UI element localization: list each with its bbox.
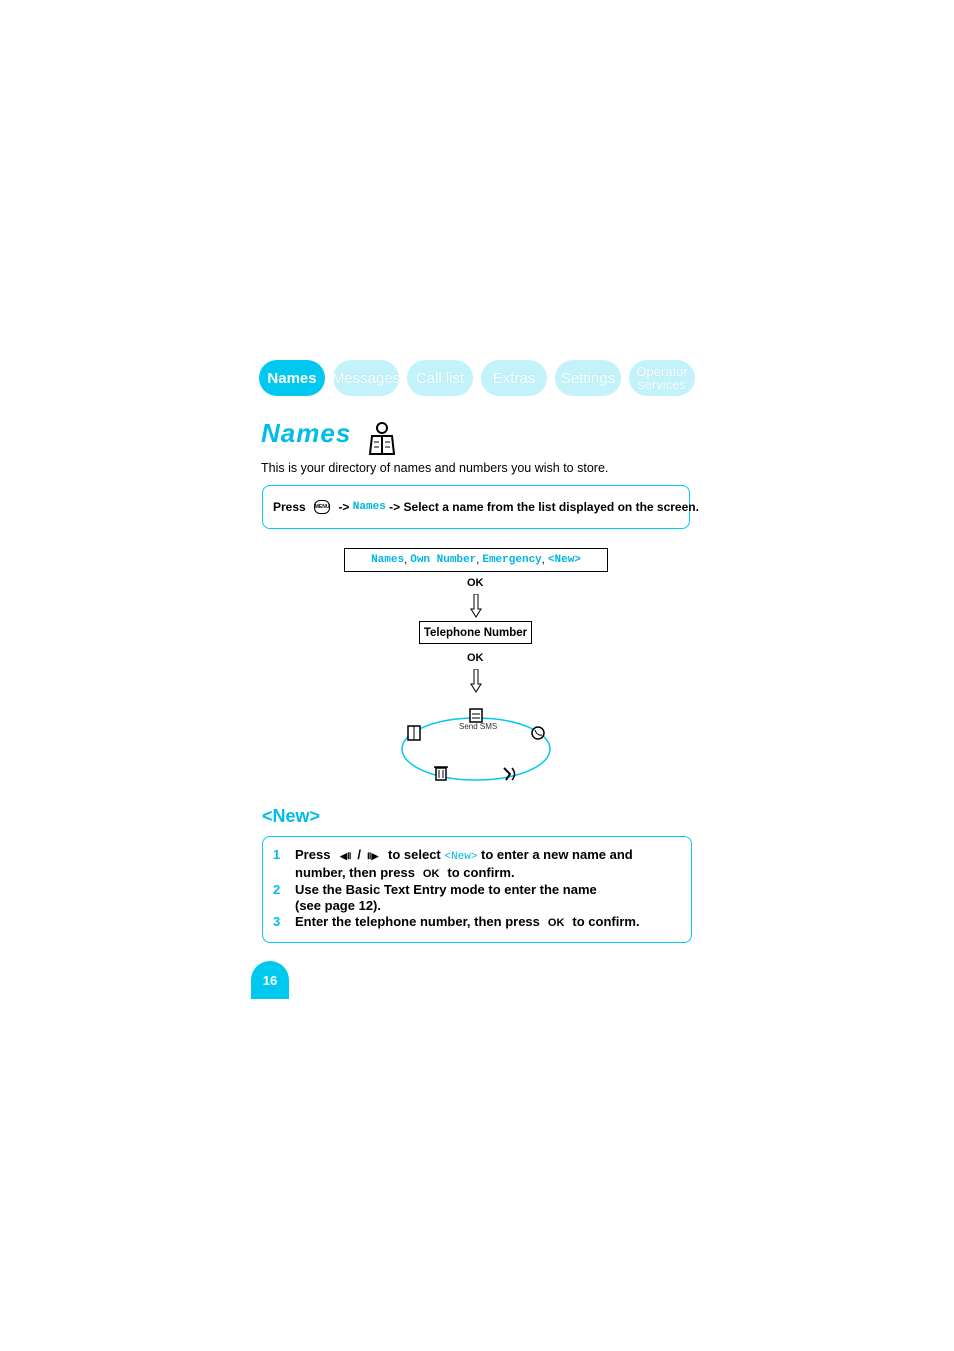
new-steps-box: 1 Press ◀Ⅱ / Ⅱ▶ to select <New> to enter a…: [262, 836, 692, 943]
sep-1: ,: [404, 554, 408, 566]
ok-key-icon: OK: [422, 868, 440, 880]
arrow-2: ->: [389, 500, 401, 514]
step-3-main: Enter the telephone number, then press: [295, 914, 540, 929]
nav-right-icon: Ⅱ▶: [367, 851, 379, 861]
send-sms-icon: [469, 708, 483, 723]
step-2-text: Use the Basic Text Entry mode to enter t…: [295, 882, 597, 914]
delete-icon: [434, 766, 448, 781]
names-book-icon: [368, 422, 396, 455]
step-1-line2b: to confirm.: [447, 865, 515, 880]
list-item-own-number: Own Number: [410, 554, 477, 566]
tab-operator-services[interactable]: Operator services: [629, 360, 695, 396]
page-title: Names: [261, 418, 352, 448]
press-label: Press: [273, 500, 306, 514]
telephone-number-box: Telephone Number: [419, 621, 532, 644]
send-sms-label: Send SMS: [459, 722, 498, 731]
voice-dial-icon: [503, 767, 516, 781]
step-1-slash: /: [357, 847, 362, 862]
names-menu-ref: Names: [352, 501, 386, 513]
step-3-end: to confirm.: [572, 914, 640, 929]
step-1-line2a: number, then press: [295, 865, 415, 880]
tab-messages[interactable]: Messages: [332, 360, 400, 396]
phonebook-icon: [407, 725, 421, 741]
intro-text: This is your directory of names and numb…: [261, 461, 609, 475]
down-arrow-icon: [470, 669, 482, 693]
call-icon: [531, 726, 545, 740]
options-carousel: [401, 708, 551, 781]
list-item-new: <New>: [547, 554, 581, 566]
sep-3: ,: [541, 554, 545, 566]
section-tabs: Names Messages Call list Extras Settings…: [259, 360, 695, 396]
tab-settings[interactable]: Settings: [555, 360, 621, 396]
list-item-names: Names: [371, 554, 405, 566]
step-3-text: Enter the telephone number, then press OK…: [295, 914, 640, 931]
step-1-number: 1: [273, 847, 281, 862]
page-number: 16: [251, 961, 289, 999]
sep-2: ,: [476, 554, 480, 566]
step-1-new-ref: <New>: [444, 851, 478, 863]
arrow-1: ->: [338, 500, 350, 514]
list-item-emergency: Emergency: [482, 554, 542, 566]
down-arrow-icon: [470, 594, 482, 618]
new-section-title: <New>: [262, 806, 321, 826]
step-3-number: 3: [273, 914, 281, 929]
names-list-box: Names, Own Number, Emergency, <New>: [344, 548, 608, 572]
tab-names[interactable]: Names: [259, 360, 325, 396]
step-2-line2: (see page 12).: [295, 898, 381, 913]
nav-left-icon: ◀Ⅱ: [340, 851, 352, 861]
ok-key-1: OK: [467, 577, 484, 589]
step-1-text: Press ◀Ⅱ / Ⅱ▶ to select <New> to enter a n…: [295, 847, 633, 882]
ok-key-icon: OK: [547, 917, 565, 929]
step-1-rest: to enter a new name and: [481, 847, 633, 862]
tab-call-list[interactable]: Call list: [407, 360, 473, 396]
step-1-to-select: to select: [388, 847, 441, 862]
tab-operator-line1: Operator: [636, 364, 688, 379]
press-instruction-box: Press MENU -> Names -> Select a name fro…: [262, 485, 699, 529]
step-1-press: Press: [295, 847, 331, 862]
menu-key-icon: MENU: [313, 500, 331, 514]
step-2-line1: Use the Basic Text Entry mode to enter t…: [295, 882, 597, 897]
ok-key-2: OK: [467, 652, 484, 664]
tab-extras[interactable]: Extras: [481, 360, 547, 396]
step-2-number: 2: [273, 882, 281, 897]
press-instruction-text: Select a name from the list displayed on…: [403, 500, 699, 514]
tab-operator-line2: services: [638, 377, 686, 392]
